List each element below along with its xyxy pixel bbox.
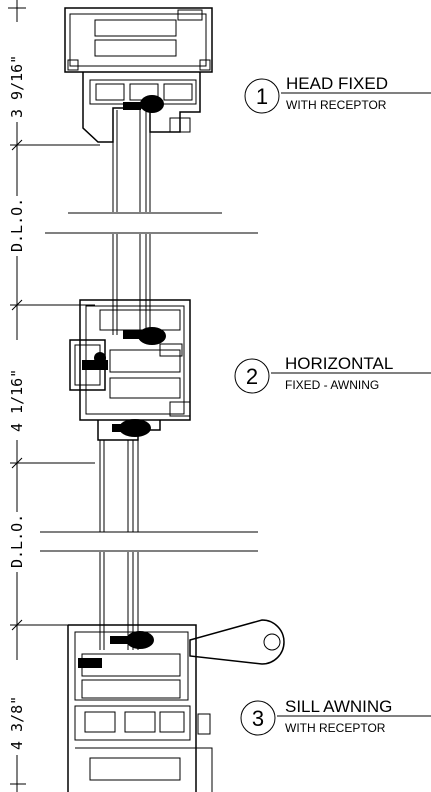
dim-sill: 4 3/8" [8, 696, 26, 750]
dim-horizontal: 4 1/16" [8, 369, 26, 432]
callout-subtitle: WITH RECEPTOR [285, 721, 386, 735]
dim-dlo-upper: D.L.O. [8, 198, 26, 252]
callout-title: HORIZONTAL [285, 354, 393, 373]
sill-section [67, 619, 285, 792]
head-frame-section [64, 7, 213, 143]
callout-title: SILL AWNING [285, 697, 392, 716]
dim-head: 3 9/16" [8, 55, 26, 118]
callout-sill: 3 SILL AWNING WITH RECEPTOR [240, 697, 431, 736]
glazing [99, 110, 151, 650]
break-lines [40, 212, 258, 552]
callout-title: HEAD FIXED [286, 74, 388, 93]
callout-head: 1 HEAD FIXED WITH RECEPTOR [244, 74, 431, 114]
dimension-string: 3 9/16" D.L.O. 4 1/16" D.L.O. 4 3/8" [6, 0, 100, 792]
horizontal-section [69, 299, 191, 441]
callout-subtitle: FIXED - AWNING [285, 378, 379, 392]
dim-dlo-lower: D.L.O. [8, 514, 26, 568]
callout-number: 1 [256, 84, 268, 109]
callout-number: 3 [252, 706, 264, 731]
callout-subtitle: WITH RECEPTOR [286, 98, 387, 112]
callout-horizontal: 2 HORIZONTAL FIXED - AWNING [234, 354, 431, 394]
callout-number: 2 [246, 364, 258, 389]
